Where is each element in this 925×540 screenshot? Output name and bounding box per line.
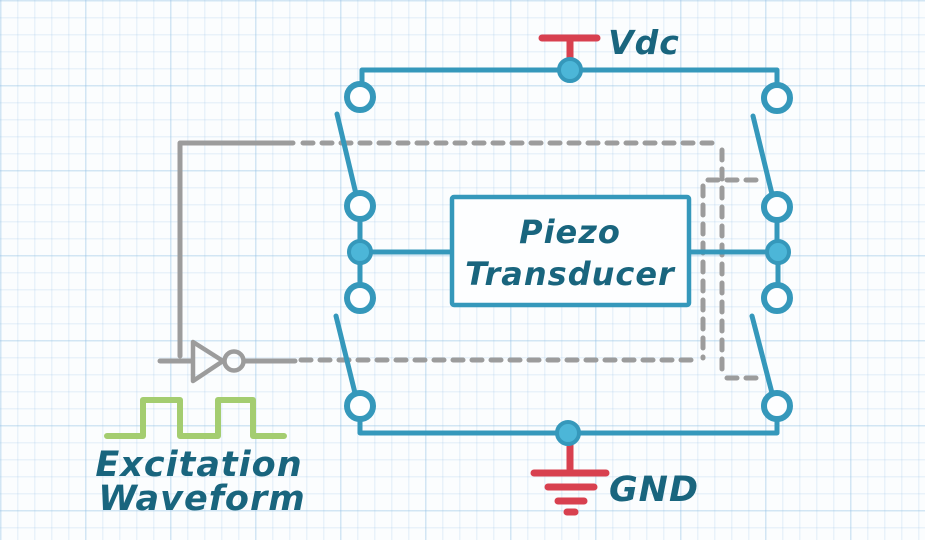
gnd-symbol-icon — [530, 441, 610, 516]
inverter-triangle — [190, 339, 226, 384]
terminal-top-left-upper — [344, 81, 376, 113]
inverter-bubble — [222, 349, 246, 373]
switch-bottom-right-arm — [749, 313, 775, 396]
terminal-top-right-lower — [761, 191, 793, 223]
control-signal-lines — [157, 140, 766, 381]
piezo-transducer-box — [449, 194, 692, 308]
piezo-label-line2: Transducer — [465, 255, 676, 293]
inverter-icon — [190, 339, 246, 384]
piezo-label-line1: Piezo — [519, 213, 621, 251]
switch-top-left-arm — [334, 111, 359, 197]
control-wire-solid — [177, 140, 296, 359]
terminal-bottom-right-lower — [761, 390, 793, 422]
junction-gnd — [555, 420, 581, 446]
junction-left-node — [347, 239, 373, 265]
vdc-label: Vdc — [608, 23, 680, 62]
excitation-waveform-icon — [104, 397, 287, 439]
switch-terminals — [344, 81, 793, 422]
switch-bottom-left-arm — [333, 313, 358, 396]
terminal-bottom-left-lower — [344, 390, 376, 422]
terminal-top-left-lower — [344, 190, 376, 222]
junction-right-node — [765, 239, 791, 265]
vdc-symbol-icon — [538, 34, 601, 64]
junction-vdc — [557, 57, 583, 83]
switch-top-right-arm — [750, 113, 775, 197]
terminal-bottom-right-upper — [761, 282, 793, 314]
excitation-label-line2: Waveform — [98, 479, 305, 519]
terminal-bottom-left-upper — [344, 282, 376, 314]
excitation-label-line1: Excitation — [95, 445, 302, 485]
gnd-label: GND — [609, 470, 699, 510]
junction-dots — [347, 57, 791, 446]
terminal-top-right-upper — [761, 82, 793, 114]
